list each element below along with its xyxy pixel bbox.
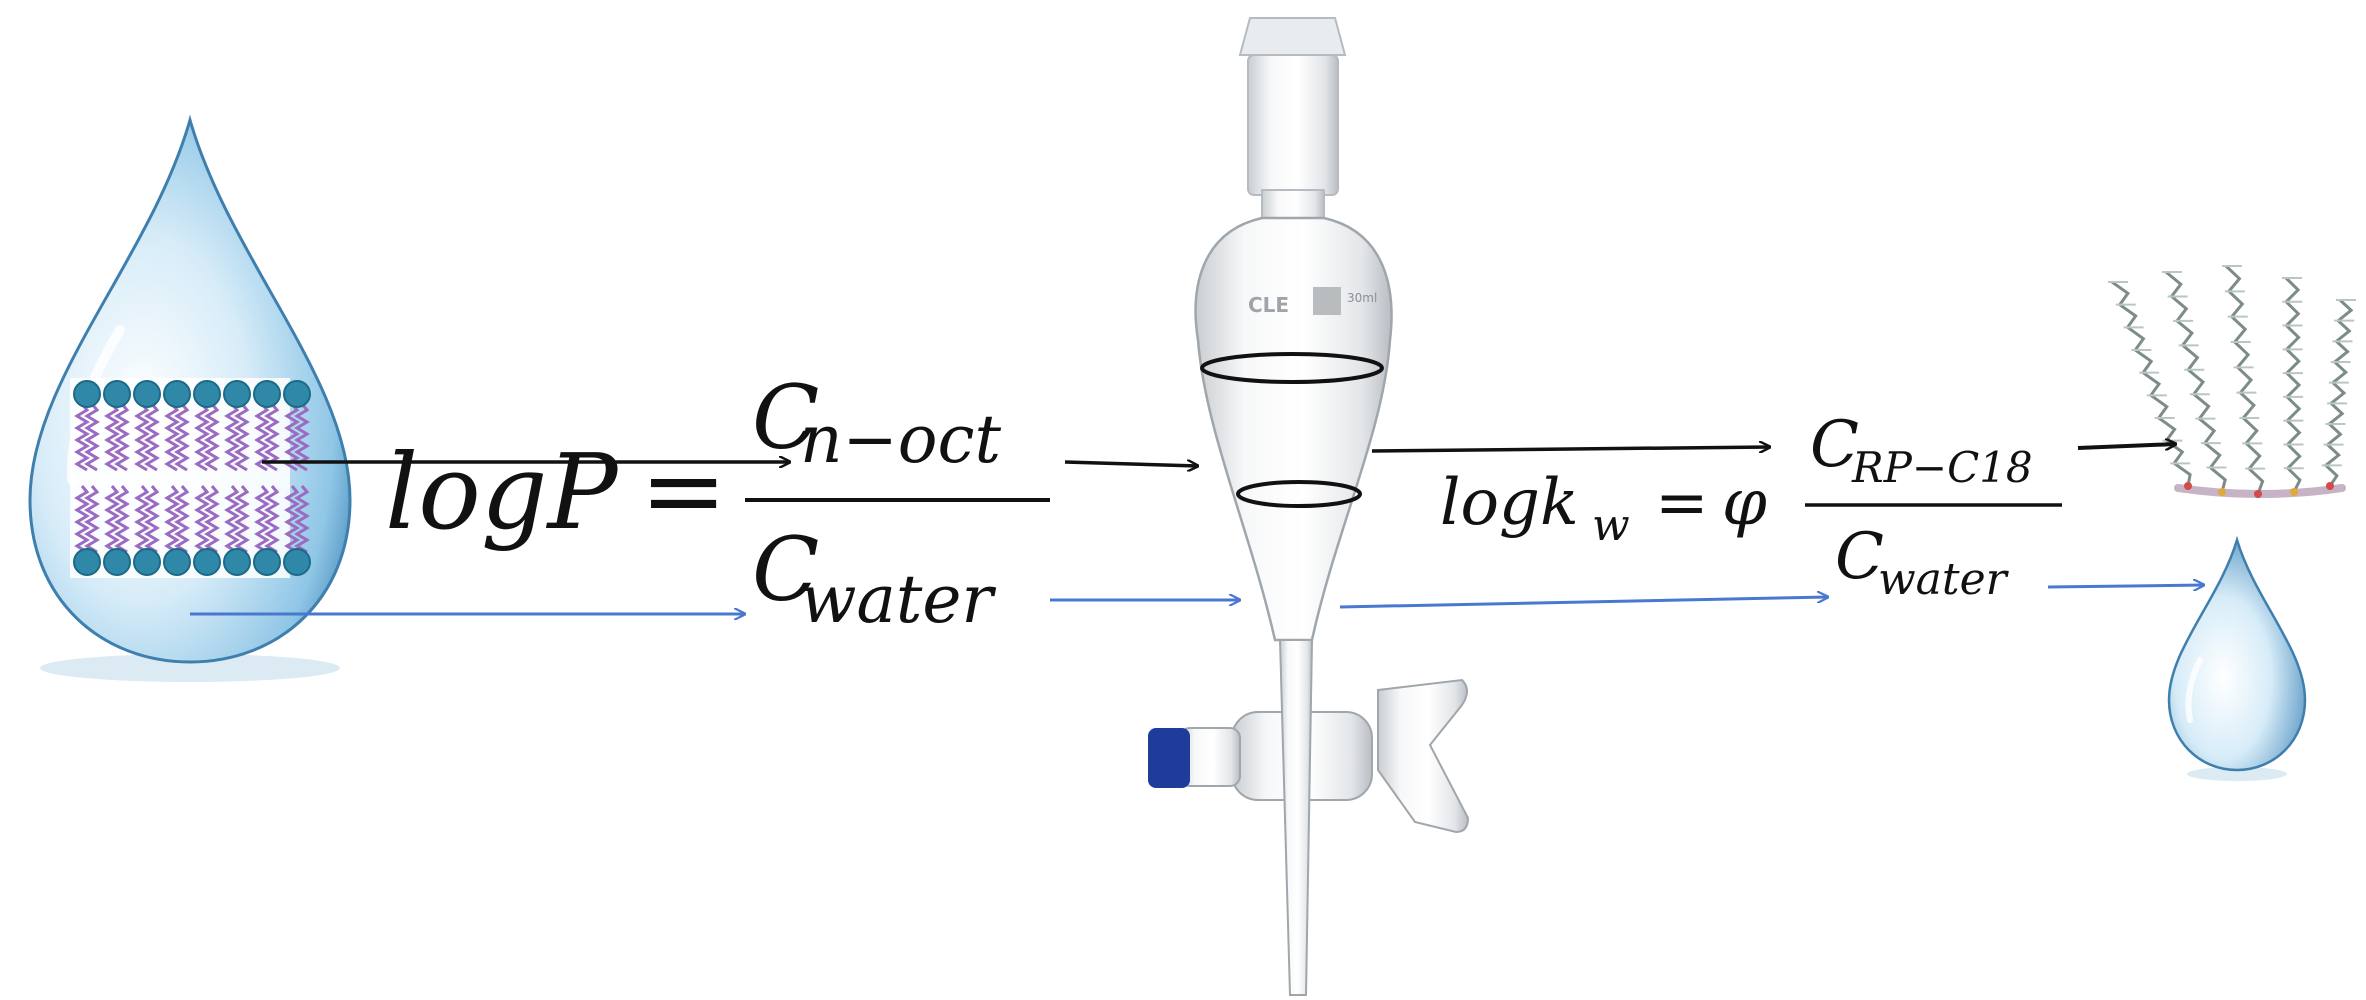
logp-equals: = — [640, 429, 727, 551]
logp-numerator-sub: n−oct — [800, 401, 1002, 478]
funnel-volume: 30ml — [1347, 291, 1377, 305]
logkw-equation: logk w = φ C RP−C18 C water — [1440, 408, 2062, 605]
logp-numerator-base: C — [752, 366, 819, 469]
funnel-brand: CLE — [1248, 293, 1289, 317]
logkw-denominator-base: C — [1835, 520, 1884, 594]
separatory-funnel-icon: CLE 30ml — [1148, 17, 1470, 996]
logp-denominator-sub: water — [800, 561, 996, 638]
logp-denominator-base: C — [752, 518, 819, 621]
logkw-lhs-sub: w — [1592, 500, 1630, 551]
logkw-coefficient: φ — [1722, 466, 1767, 540]
blue-arrow-denominator-to-water — [2047, 585, 2204, 587]
lower-phase-ring — [1236, 480, 1362, 508]
logp-lhs: logP — [385, 431, 619, 553]
logp-equation: logP = C n−oct C water — [385, 366, 1050, 638]
water-drop-icon — [2167, 535, 2307, 781]
upper-phase-ring — [1200, 352, 1384, 384]
black-arrow-numerator-to-c18 — [2077, 444, 2176, 448]
logkw-denominator-sub: water — [1878, 554, 2010, 605]
black-arrow-funnel-to-numerator — [1371, 447, 1770, 451]
lipid-bilayer-drop-icon — [28, 114, 352, 682]
logkw-lhs-base: logk — [1440, 466, 1579, 540]
c18-chains-icon — [2108, 264, 2356, 498]
blue-arrow-funnel-to-denominator — [1339, 597, 1828, 609]
logkw-numerator-sub: RP−C18 — [1851, 443, 2033, 492]
logkw-numerator-base: C — [1810, 408, 1859, 482]
lipid-bilayer — [73, 380, 311, 576]
black-arrow-numerator-to-funnel — [1064, 462, 1198, 466]
logkw-equals: = — [1655, 466, 1709, 540]
stopcock-cap — [1148, 728, 1190, 788]
